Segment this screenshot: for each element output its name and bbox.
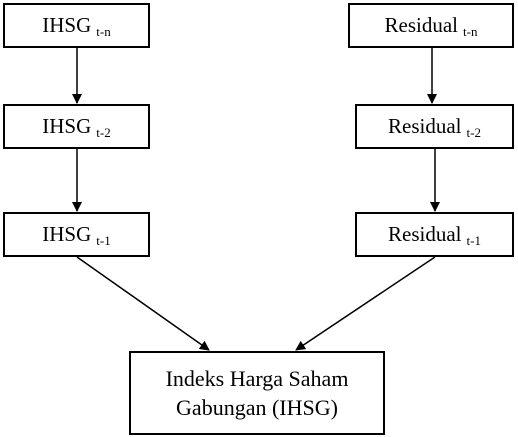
node-target-line1: Indeks Harga Saham (165, 366, 349, 391)
node-ihsg-t-2-subscript: t-2 (96, 124, 111, 140)
node-ihsg-t-n-subscript: t-n (96, 23, 111, 39)
node-residual-t-2-subscript: t-2 (466, 124, 481, 140)
node-residual-t-n-label: Residual (384, 13, 459, 37)
node-ihsg-t-1-label: IHSG (42, 222, 92, 246)
node-residual-t-n-subscript: t-n (463, 23, 478, 39)
node-ihsg-t-2-label: IHSG (42, 114, 92, 138)
node-residual-t-1: Residual t-1 (355, 212, 514, 257)
node-residual-t-2: Residual t-2 (355, 104, 514, 149)
node-residual-t-n: Residual t-n (348, 3, 514, 48)
node-ihsg-t-2: IHSG t-2 (3, 104, 150, 149)
node-ihsg-t-1-subscript: t-1 (96, 232, 111, 248)
arrow-ihsg-t1-to-target (76, 256, 210, 351)
node-residual-t-1-subscript: t-1 (466, 232, 481, 248)
node-ihsg-t-n: IHSG t-n (3, 3, 150, 48)
node-ihsg-t-1: IHSG t-1 (3, 212, 150, 257)
arrow-res-t1-to-target (295, 256, 436, 351)
node-residual-t-1-label: Residual (388, 222, 462, 246)
node-ihsg-t-n-label: IHSG (42, 13, 92, 37)
node-target-line2: Gabungan (IHSG) (176, 395, 338, 420)
node-residual-t-2-label: Residual (388, 114, 462, 138)
node-target-ihsg: Indeks Harga Saham Gabungan (IHSG) (129, 351, 385, 435)
